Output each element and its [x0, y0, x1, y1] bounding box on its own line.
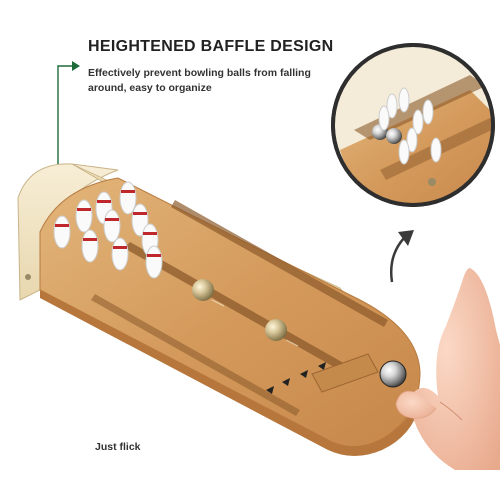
pin-icon — [81, 229, 99, 263]
pin-icon — [119, 181, 137, 215]
motion-lines — [211, 299, 299, 347]
gutter-right — [171, 200, 388, 327]
hand-icon — [395, 268, 500, 470]
pin-icon — [145, 245, 163, 279]
gutter-lower — [91, 294, 300, 416]
ball-icon — [379, 360, 407, 388]
headline: HEIGHTENED BAFFLE DESIGN — [88, 38, 334, 55]
pin-icon — [111, 237, 129, 271]
pin-icon — [103, 209, 121, 243]
lane-arrows — [266, 362, 326, 394]
inset-circle — [331, 43, 495, 207]
pins — [53, 181, 163, 279]
curved-arrow-head — [398, 230, 414, 246]
pin-icon — [53, 215, 71, 249]
ball-icon — [192, 279, 214, 301]
caption-just-flick: Just flick — [95, 441, 141, 453]
curved-arrow-icon — [390, 237, 405, 283]
gutter-left — [124, 242, 356, 376]
ball-icon — [265, 319, 287, 341]
description-text: Effectively prevent bowling balls from f… — [88, 67, 311, 94]
pin-icon — [75, 199, 93, 233]
baffle-rivet — [25, 274, 31, 280]
pin-icon — [131, 203, 149, 237]
lane-edge — [40, 290, 420, 456]
launcher — [311, 353, 379, 393]
